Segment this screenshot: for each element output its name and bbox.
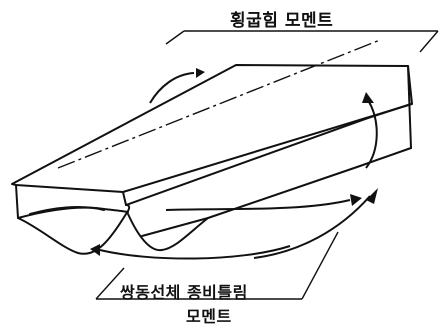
hull-underside — [29, 206, 105, 215]
hull-side-upper — [122, 117, 369, 206]
hull-side-lower — [141, 147, 412, 237]
torsion-moment-label-line2: 모멘트 — [186, 307, 232, 326]
leader-bottom-right — [301, 231, 339, 300]
centerline — [57, 39, 381, 169]
moment-arrow-left — [149, 72, 195, 104]
torsion-arrow-right-head — [366, 188, 378, 204]
hull-bottom-right — [127, 213, 209, 252]
hull-bottom-left — [17, 204, 131, 255]
leader-top-left — [165, 30, 185, 45]
hull-top-deck — [11, 64, 413, 193]
leader-bottom-left — [95, 267, 125, 300]
torsion-arrow-lower — [99, 245, 291, 260]
moment-arrow-left-head — [196, 68, 205, 78]
moment-arrow-right-head — [362, 92, 374, 103]
hull-bow-edge — [15, 184, 19, 219]
torsion-arrow-upper-head — [350, 194, 362, 206]
torsion-arrow-upper — [165, 199, 351, 211]
transverse-moment-label: 횡굽힘 모멘트 — [230, 11, 334, 31]
torsion-arrow-lower-head — [90, 244, 100, 256]
hull-aft-edge — [407, 65, 412, 149]
moment-arrow-right — [365, 99, 378, 169]
torsion-moment-label-line1: 쌍동선체 종비틀림 — [120, 283, 248, 302]
torsion-arrow-right — [253, 195, 371, 259]
leader-top-right — [419, 30, 439, 53]
